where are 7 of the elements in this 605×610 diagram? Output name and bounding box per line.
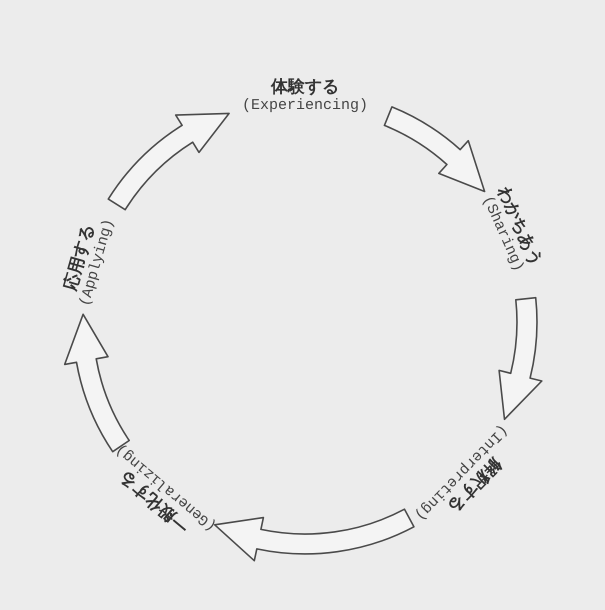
- curved-arrow: [214, 508, 415, 562]
- stage-name-english: (Experiencing): [242, 97, 368, 115]
- curved-arrow: [384, 106, 486, 192]
- stage-name: 体験する: [270, 77, 340, 97]
- curved-arrow: [64, 314, 130, 452]
- curved-arrow: [498, 296, 543, 420]
- curved-arrow: [108, 112, 230, 210]
